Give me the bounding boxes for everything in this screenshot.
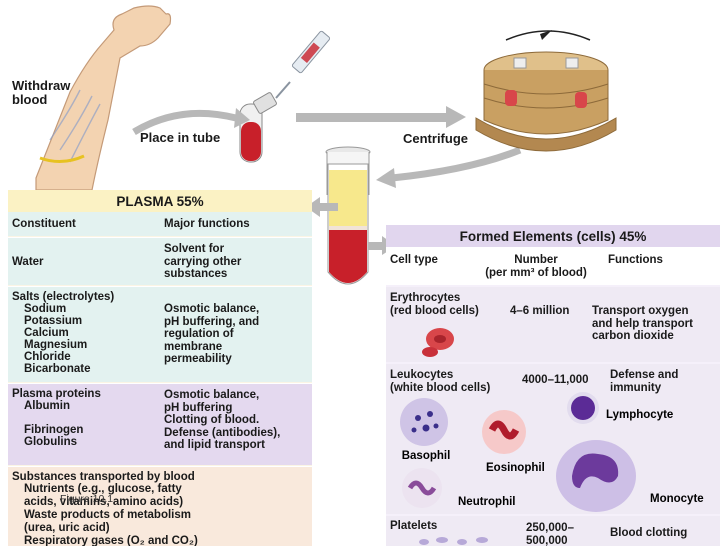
- plasma-row-proteins: Plasma proteins Albumin Fibrinogen Globu…: [8, 383, 312, 465]
- plasma-table: PLASMA 55% Constituent Major functions W…: [8, 190, 312, 546]
- water-functions: Solvent for carrying other substances: [164, 243, 242, 280]
- salt-chloride: Chloride: [24, 351, 71, 363]
- formed-title: Formed Elements (cells) 45%: [459, 229, 647, 244]
- arm-icon: [35, 5, 172, 191]
- table-arrows: [306, 197, 396, 255]
- salt-magnesium: Magnesium: [24, 339, 88, 351]
- centrifuge-icon: [475, 30, 617, 152]
- substance-gases: Respiratory gases (O₂ and CO₂): [24, 535, 198, 546]
- salt-bicarbonate: Bicarbonate: [24, 363, 91, 375]
- erythrocytes-label: Erythrocytes (red blood cells): [390, 292, 479, 317]
- erythrocytes-functions: Transport oxygen and help transport carb…: [592, 305, 693, 342]
- basophil-icon: [400, 398, 448, 446]
- small-tube-icon: [239, 92, 277, 163]
- eosinophil-label: Eosinophil: [486, 462, 545, 474]
- platelets-icon: [419, 537, 488, 545]
- platelets-label: Platelets: [390, 520, 438, 532]
- salt-potassium: Potassium: [24, 315, 83, 327]
- leukocytes-number: 4000–11,000: [522, 374, 589, 386]
- basophil-label: Basophil: [402, 450, 451, 462]
- plasma-row-water: Water Solvent for carrying other substan…: [8, 237, 312, 285]
- neutrophil-icon: [402, 468, 442, 508]
- step-place-in-tube: Place in tube: [140, 130, 221, 145]
- salt-calcium: Calcium: [24, 327, 69, 339]
- blood-layers-icon: [327, 163, 369, 285]
- protein-globulins: Globulins: [24, 436, 78, 448]
- platelets-number: 250,000– 500,000: [526, 522, 574, 546]
- substance-waste: Waste products of metabolism (urea, uric…: [24, 509, 191, 534]
- formed-row-platelets: Platelets 250,000– 500,000 Blood clottin…: [386, 516, 720, 546]
- substances-label: Substances transported by blood: [12, 471, 195, 483]
- step-centrifuge: Centrifuge: [403, 131, 468, 146]
- protein-fibrinogen: Fibrinogen: [24, 424, 84, 436]
- plasma-title: PLASMA 55%: [116, 194, 204, 209]
- arrow-to-centrifuge: [296, 113, 446, 122]
- plasma-header-constituent: Constituent: [12, 218, 76, 230]
- plasma-header: Constituent Major functions: [8, 212, 312, 236]
- red-blood-cell-icon: [422, 328, 454, 357]
- plasma-row-substances: Substances transported by blood Nutrient…: [8, 466, 312, 546]
- formed-row-erythrocytes: Erythrocytes (red blood cells) 4–6 milli…: [386, 287, 720, 362]
- platelets-functions: Blood clotting: [610, 527, 688, 539]
- monocyte-label: Monocyte: [650, 493, 704, 505]
- protein-albumin: Albumin: [24, 400, 70, 412]
- formed-header-number: Number (per mm³ of blood): [485, 254, 587, 279]
- figure-label: Figure 10.1: [60, 493, 114, 505]
- formed-header-functions: Functions: [608, 254, 663, 266]
- salt-sodium: Sodium: [24, 303, 67, 315]
- arrow-to-tube: [132, 109, 237, 135]
- water-label: Water: [12, 256, 44, 268]
- plasma-title-band: PLASMA 55%: [8, 190, 312, 212]
- neutrophil-label: Neutrophil: [458, 496, 516, 508]
- substance-nutrients: Nutrients (e.g., glucose, fatty acids, v…: [24, 483, 184, 508]
- proteins-label: Plasma proteins: [12, 388, 101, 400]
- formed-row-leukocytes: Leukocytes (white blood cells) 4000–11,0…: [386, 364, 720, 514]
- arrow-from-centrifuge: [391, 146, 522, 182]
- formed-title-band: Formed Elements (cells) 45%: [386, 225, 720, 247]
- step-withdraw-blood: Withdraw blood: [12, 78, 71, 107]
- plasma-header-functions: Major functions: [164, 218, 250, 230]
- proteins-functions: Osmotic balance, pH buffering Clotting o…: [164, 389, 281, 451]
- leukocytes-functions: Defense and immunity: [610, 369, 679, 394]
- formed-elements-table: Formed Elements (cells) 45% Cell type Nu…: [386, 225, 720, 546]
- eosinophil-icon: [482, 410, 526, 454]
- formed-header: Cell type Number (per mm³ of blood) Func…: [386, 247, 720, 285]
- monocyte-icon: [556, 440, 636, 512]
- syringe-icon: [275, 30, 331, 99]
- plasma-row-salts: Salts (electrolytes) Sodium Potassium Ca…: [8, 286, 312, 382]
- lymphocyte-icon: [567, 392, 599, 424]
- salts-label: Salts (electrolytes): [12, 291, 115, 303]
- leukocyte-illustrations: Basophil Eosinophil Lymphocyte Neutrophi…: [400, 392, 704, 512]
- erythrocytes-number: 4–6 million: [510, 305, 570, 317]
- leukocytes-label: Leukocytes (white blood cells): [390, 369, 491, 394]
- salts-functions: Osmotic balance, pH buffering, and regul…: [164, 303, 260, 365]
- formed-header-cell-type: Cell type: [390, 254, 438, 266]
- lymphocyte-label: Lymphocyte: [606, 409, 673, 421]
